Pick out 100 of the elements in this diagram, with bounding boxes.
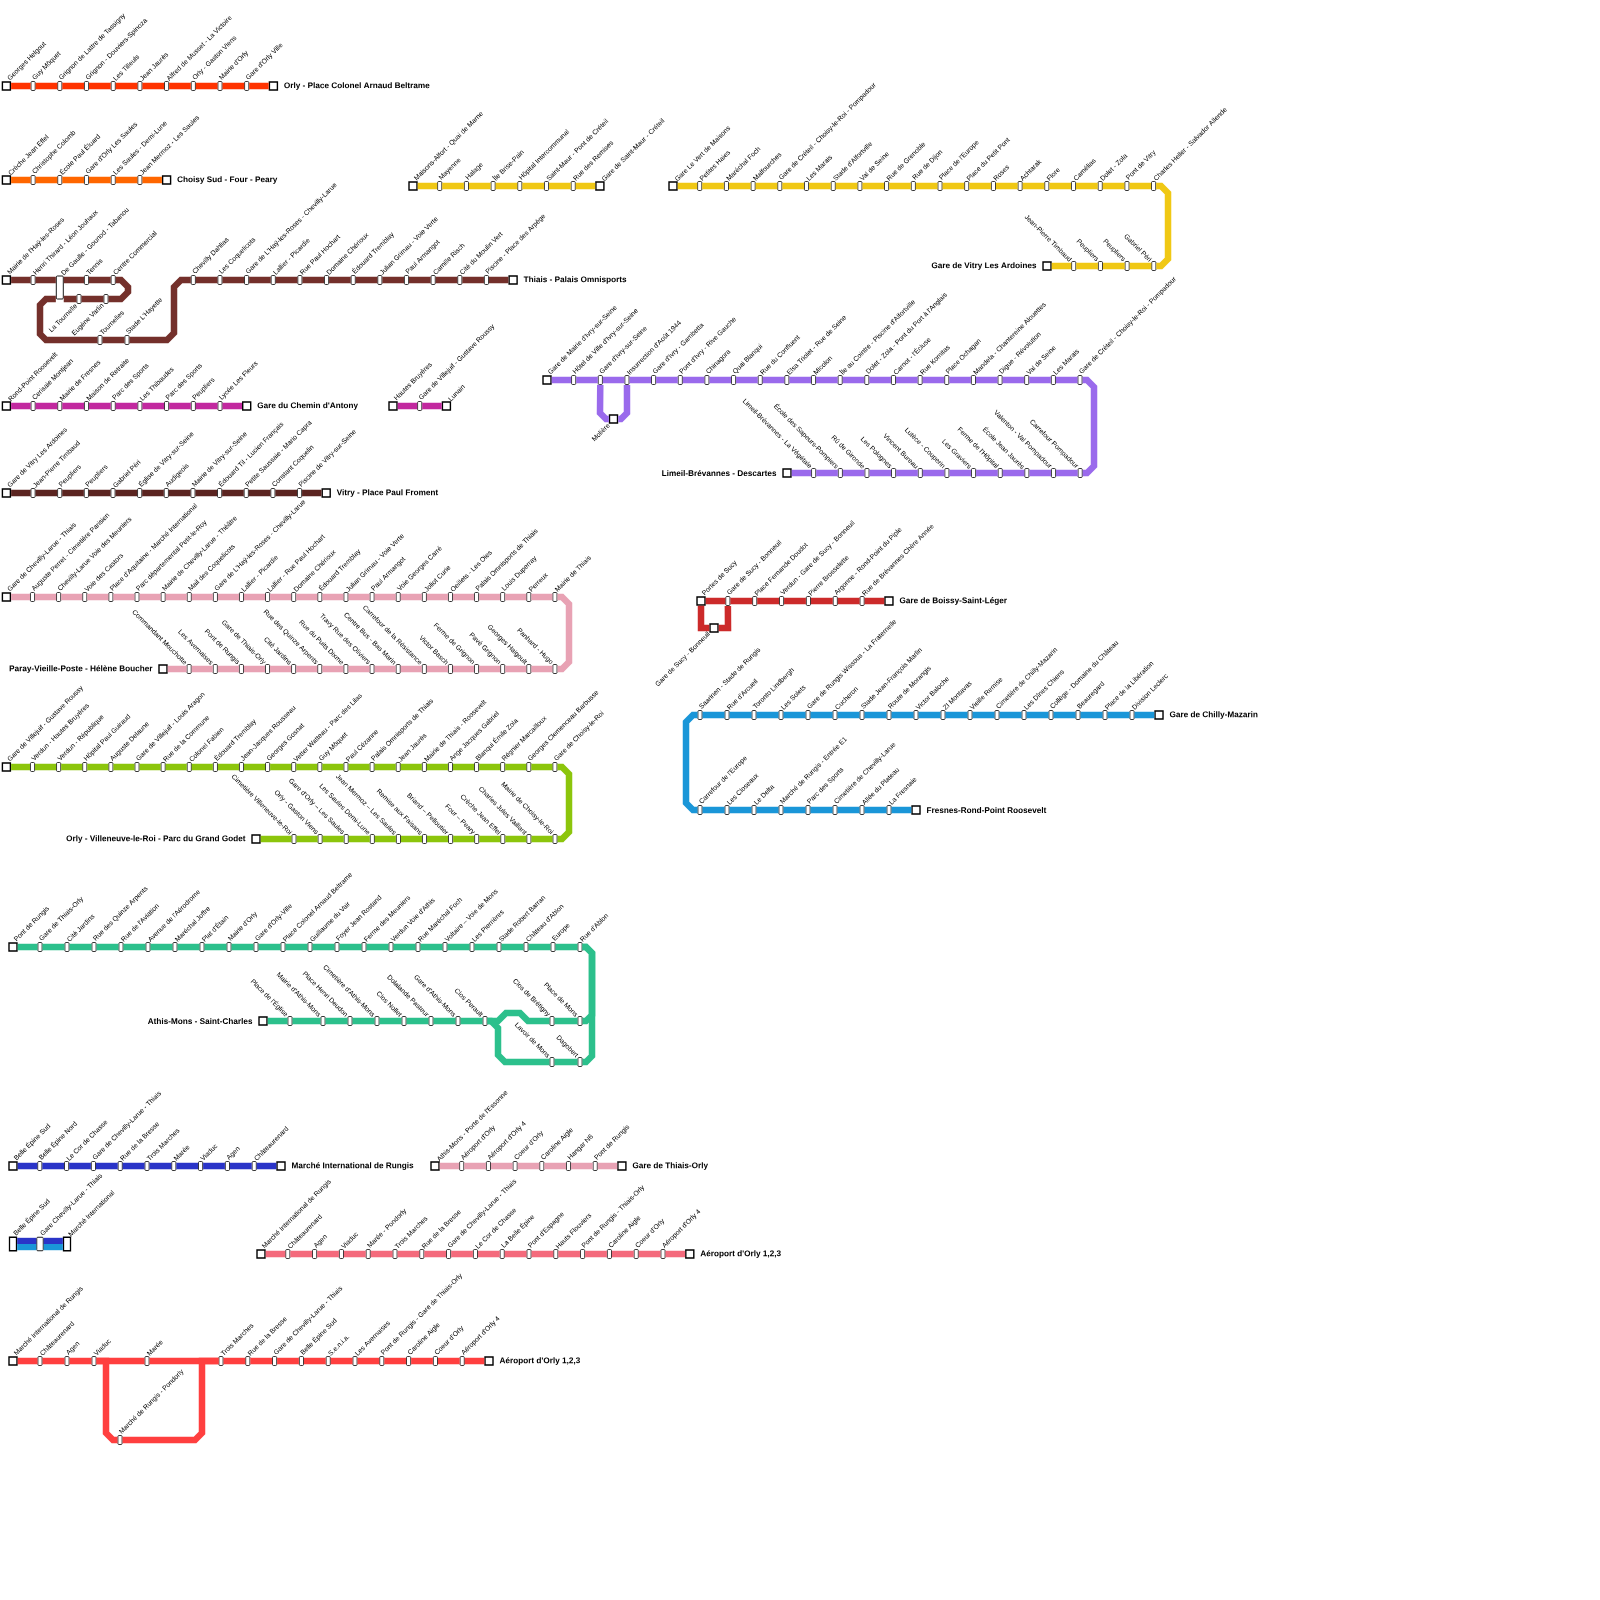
route-line — [355, 276, 378, 284]
terminus-label: Aéroport d'Orly 1,2,3 — [700, 1250, 781, 1258]
route-line — [1082, 376, 1098, 477]
route-line — [531, 1250, 554, 1258]
route-line — [1102, 182, 1125, 190]
route-line — [258, 943, 281, 951]
route-line — [922, 469, 945, 477]
route-line — [1080, 711, 1103, 719]
route-line — [115, 489, 138, 497]
route-line — [435, 276, 458, 284]
route-line — [36, 295, 98, 344]
route-line — [113, 763, 135, 771]
route-line — [348, 763, 370, 771]
route-line — [17, 1162, 38, 1170]
route-line — [490, 1162, 513, 1170]
route-line — [864, 597, 885, 605]
terminus-label: Paray-Vieille-Poste - Hélène Boucher — [9, 665, 153, 673]
route-line — [204, 943, 227, 951]
terminus-label: Marché International de Rungis — [292, 1162, 414, 1170]
route-line — [1051, 262, 1072, 270]
route-line — [122, 1162, 145, 1170]
route-line — [260, 835, 292, 843]
route-line — [123, 943, 146, 951]
route-line — [322, 665, 344, 673]
route-line — [756, 806, 779, 814]
route-line — [302, 276, 325, 284]
route-line — [488, 276, 509, 284]
route-line — [1102, 262, 1125, 270]
route-line — [96, 943, 119, 951]
route-line — [177, 943, 200, 951]
route-line — [17, 943, 38, 951]
route-line — [531, 665, 553, 673]
route-line — [265, 1250, 286, 1258]
route-line — [730, 597, 753, 605]
route-line — [384, 1357, 407, 1365]
route-line — [864, 711, 887, 719]
route-line — [102, 336, 125, 344]
route-line — [366, 943, 389, 951]
route-line — [557, 593, 573, 673]
route-line — [783, 806, 806, 814]
route-line — [862, 182, 885, 190]
route-line — [1055, 376, 1078, 384]
terminus-label: Limeil-Brévannes - Descartes — [662, 469, 777, 477]
route-line — [949, 469, 972, 477]
route-line — [1129, 262, 1152, 270]
route-line — [702, 711, 725, 719]
route-line — [837, 711, 860, 719]
route-line — [975, 376, 998, 384]
route-line — [665, 1250, 686, 1258]
route-line — [285, 943, 308, 951]
route-line — [195, 82, 218, 90]
route-line — [554, 1058, 578, 1066]
route-line — [915, 182, 938, 190]
route-line — [248, 489, 271, 497]
route-line — [638, 1250, 661, 1258]
route-line — [468, 182, 491, 190]
route-line — [35, 82, 58, 90]
route-line — [1002, 469, 1025, 477]
route-line — [433, 1017, 456, 1025]
route-line — [842, 376, 865, 384]
route-line — [330, 1357, 353, 1365]
route-line — [891, 711, 914, 719]
route-line — [195, 276, 218, 284]
route-line — [115, 82, 138, 90]
route-line — [487, 1017, 550, 1066]
route-line — [756, 711, 779, 719]
route-line — [113, 593, 135, 601]
route-line — [165, 763, 187, 771]
route-line — [142, 82, 165, 90]
route-line — [139, 763, 161, 771]
route-line — [705, 597, 726, 605]
route-line — [322, 593, 344, 601]
route-line — [702, 806, 725, 814]
route-line — [728, 182, 751, 190]
route-line — [87, 593, 109, 601]
route-line — [942, 182, 965, 190]
route-line — [810, 806, 833, 814]
route-line — [256, 1162, 277, 1170]
route-line — [504, 1250, 527, 1258]
route-line — [575, 182, 596, 190]
route-line — [243, 665, 266, 673]
terminus-label: Athis-Mons - Saint-Charles — [147, 1018, 253, 1024]
route-line — [1129, 182, 1152, 190]
route-line — [709, 376, 732, 384]
route-line — [682, 376, 705, 384]
route-line — [922, 376, 945, 384]
route-line — [42, 1162, 65, 1170]
route-line — [999, 711, 1022, 719]
terminus-label: Vitry - Place Paul Froment — [336, 489, 439, 497]
route-line — [374, 665, 396, 673]
route-line — [17, 1357, 38, 1365]
terminus-label: Gare de Vitry Les Ardoines — [931, 262, 1037, 270]
route-line — [88, 489, 111, 497]
route-line — [325, 1017, 348, 1025]
route-line — [555, 943, 578, 951]
route-line — [115, 176, 138, 184]
route-line — [755, 182, 778, 190]
route-line — [379, 1017, 402, 1025]
route-line — [397, 402, 418, 410]
route-line — [195, 489, 218, 497]
